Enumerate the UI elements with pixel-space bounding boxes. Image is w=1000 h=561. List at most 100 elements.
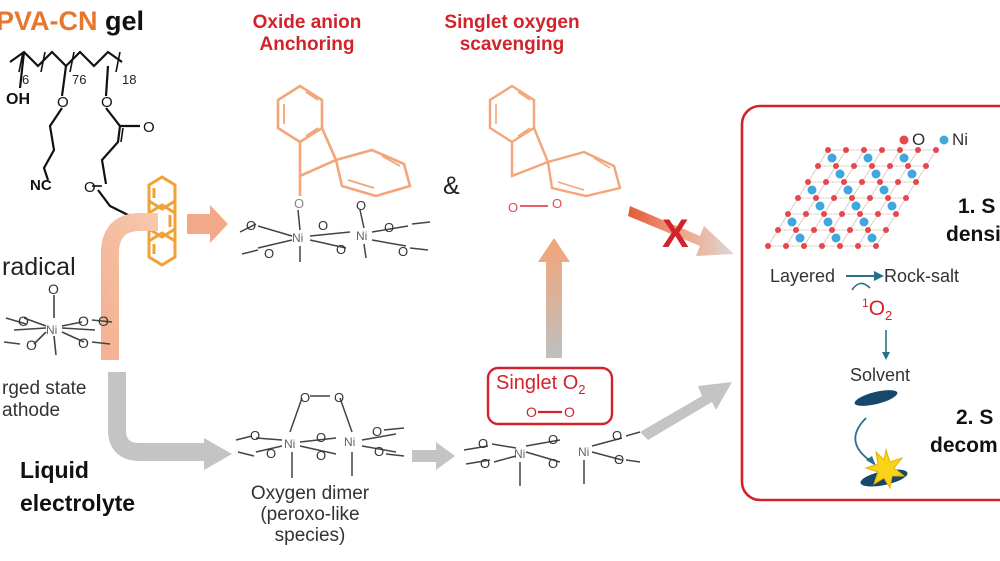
oxygen-site [885,195,891,201]
legend-nickel-label: Ni [952,130,969,149]
dimer-ni-2: Ni [344,435,355,449]
oxygen-site [843,147,849,153]
hydroxyl-label: OH [6,91,30,108]
radical-top-oxygen: O [48,281,59,297]
oxygen-site [847,227,853,233]
oxygen-site [775,227,781,233]
singlet-o2-box [486,366,614,426]
oxygen-site [923,163,929,169]
nickel-site [787,217,797,227]
legend-nickel-dot [939,135,949,145]
radical-ni: Ni [46,323,57,337]
oxygen-site [829,227,835,233]
anchored-oxygen-5: O [356,198,366,213]
radical-oxygen-1: O [18,313,29,329]
ether-oxygen: O [57,94,69,111]
radical-label: radical [2,253,76,281]
nickel-site [887,201,897,211]
oxygen-site [861,147,867,153]
oxygen-site [913,179,919,185]
gradient-arrow-up [538,238,570,358]
layered-label: Layered [770,266,836,286]
oxygen-site [785,211,791,217]
oxygen-site [811,227,817,233]
nickel-site [807,185,817,195]
dimer-oxygen-6: O [374,444,384,459]
ester-oxygen: O [101,94,113,111]
oxygen-site [849,195,855,201]
nickel-site [863,153,873,163]
singlet-box-oxygen-1: O [526,404,537,420]
anchoring-title-line1: Oxide anion [252,12,362,33]
oxygen-site [803,211,809,217]
singlet-oxygen-subscript: 2 [885,308,893,324]
oxygen-site [825,147,831,153]
nickel-site [815,201,825,211]
oxygen-site [865,227,871,233]
nickel-site [879,185,889,195]
radical-oxygen-2: O [26,337,37,353]
decomposition-burst-icon [864,448,906,490]
oxygen-site [855,243,861,249]
nickel-site [835,169,845,179]
blocked-x: X [662,212,689,256]
oxygen-site [903,195,909,201]
solvent-label: Solvent [850,365,911,385]
curved-orange-arrow [101,213,158,360]
scavenging-title-line1: Singlet oxygen [444,12,580,33]
oxygen-dimer-complex [235,395,405,478]
oxygen-site [837,243,843,249]
gel-name-rest: gel [105,6,145,36]
oxygen-site [821,211,827,217]
liquid-electrolyte-line2: electrolyte [20,490,136,516]
oxygen-site [841,179,847,185]
peroxide-oxygen-1: O [508,200,518,215]
gel-subscript-76: 76 [72,72,86,87]
charged-state-line2: athode [2,400,61,421]
gel-name: PVA-CN gel [0,6,144,37]
oxygen-site [873,243,879,249]
oxygen-site [859,179,865,185]
anchor-oxygen: O [294,196,304,211]
liquid-electrolyte-line1: Liquid [20,457,89,483]
nickel-site [823,217,833,227]
singlet-oxygen-superscript: 1 [862,296,869,310]
layered-to-rocksalt-arrowhead [874,271,884,281]
peroxide-oxygen-2: O [552,196,562,211]
solvent-decomposition-arrowhead [866,456,876,466]
release-oxygen-2: O [480,456,490,471]
oxygen-site [857,211,863,217]
anchored-oxygen-3: O [318,218,328,233]
radical-ni-complex [3,295,113,356]
anchored-anthracene-structure [276,84,412,198]
oxygen-site [895,179,901,185]
carbonyl-oxygen-upper: O [143,119,155,136]
straight-orange-arrow [187,205,228,243]
anthracene-moiety [147,175,177,267]
release-oxygen-4: O [548,456,558,471]
oxygen-site [893,211,899,217]
oxygen-dimer-line3: species) [274,525,346,546]
oxygen-site [905,163,911,169]
oxygen-site [887,163,893,169]
gel-subscript-18: 18 [122,72,136,87]
nickel-site [867,233,877,243]
step2-line2: decom [930,434,998,457]
release-oxygen-5: O [612,428,622,443]
oxygen-site [915,147,921,153]
oxygen-site [815,163,821,169]
step1-label: 1. S densi [946,193,1000,249]
step2-line1: 2. S [956,406,994,429]
oxygen-site [869,163,875,169]
oxygen-site [819,243,825,249]
singlet-release-complex [463,431,641,486]
oxygen-site [867,195,873,201]
solvent-decomposition-arrow [854,417,873,463]
anchored-ni-1: Ni [292,231,303,245]
dimer-oxygen-1: O [250,428,260,443]
singlet-release-curve [851,282,871,291]
oxygen-dimer-line1: Oxygen dimer [250,483,370,504]
release-ni-2: Ni [578,445,589,459]
